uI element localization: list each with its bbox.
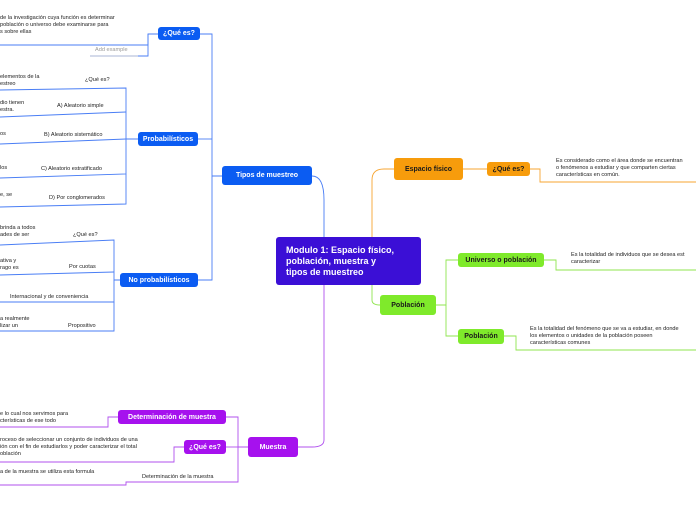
text-line: e lo cual nos servimos para [0,411,69,417]
tipos-que-es-label: ¿Qué es? [163,30,195,37]
text-line: dio tienen [0,100,25,106]
text-line: los [0,165,8,171]
text-line: características en común. [556,172,620,178]
no-probabilisticos-node[interactable]: No probabilísticos [120,273,198,287]
prob-que-es-description: elementos de la estreo [0,74,40,88]
text-line: cterísticas de ese todo [0,418,56,424]
text-line: estra. [0,107,14,113]
text-line: Es la totalidad de individuos que se des… [571,252,685,258]
muestra-node[interactable]: Muestra [248,437,298,457]
aleatorio-sistematico-label[interactable]: B) Aleatorio sistemático [44,132,102,139]
text-line: población o universo debe examinarse par… [0,22,109,28]
propositivo-label[interactable]: Propositivo [68,323,96,330]
text-line: estreo [0,81,16,87]
label-text: ¿Qué es? [85,77,110,83]
determinacion-formula-description: a de la muestra se utiliza esta formula [0,469,94,476]
text-line: caracterizar [571,259,601,265]
aleatorio-simple-description: dio tienen estra. [0,100,24,114]
por-conglomerados-description: e, se [0,192,12,199]
text-line: roceso de seleccionar un conjunto de ind… [0,437,138,443]
muestra-que-es-node[interactable]: ¿Qué es? [184,440,226,454]
aleatorio-sistematico-description: os [0,131,6,138]
label-text: Internacional y de conveniencia [10,294,89,300]
label-text: D) Por conglomerados [49,195,105,201]
text-line: características comunes [530,340,591,346]
central-title-line: población, muestra y [286,255,377,266]
noprob-que-es-description: brinda a todos ades de ser [0,225,35,239]
text-line: a realmente [0,316,30,322]
determinacion-muestra-description: e lo cual nos servimos para cterísticas … [0,411,68,425]
text-line: o fenómenos a estudiar y que comparten c… [556,165,676,171]
universo-poblacion-node[interactable]: Universo o población [458,253,544,267]
tipos-de-muestreo-node[interactable]: Tipos de muestreo [222,166,312,185]
noprob-que-es-label[interactable]: ¿Qué es? [73,232,98,239]
por-conglomerados-label[interactable]: D) Por conglomerados [49,195,105,202]
text-line: Es la totalidad del fenómeno que se va a… [530,326,679,332]
por-cuotas-label[interactable]: Por cuotas [69,264,96,271]
text-line: Es considerado como el área donde se enc… [556,158,683,164]
muestra-label: Muestra [259,443,287,451]
text-line: los elementos o unidades de la población… [530,333,653,339]
tipos-que-es-node[interactable]: ¿Qué es? [158,27,200,40]
text-line: elementos de la [0,74,40,80]
espacio-que-es-description: Es considerado como el área donde se enc… [556,158,683,179]
muestra-que-es-description: roceso de seleccionar un conjunto de ind… [0,437,138,458]
poblacion-sub-description: Es la totalidad del fenómeno que se va a… [530,326,679,347]
aleatorio-simple-label[interactable]: A) Aleatorio simple [57,103,104,110]
text-line: s sobre ellas [0,29,32,35]
universo-poblacion-description: Es la totalidad de individuos que se des… [571,252,685,266]
central-topic[interactable]: Modulo 1: Espacio físico, población, mue… [276,237,421,285]
text-line: ades de ser [0,232,30,238]
determinacion-muestra-node[interactable]: Determinación de muestra [118,410,226,424]
label-text: Por cuotas [69,264,96,270]
probabilisticos-label: Probabilísticos [142,135,194,143]
text-line: oblación [0,451,21,457]
probabilisticos-node[interactable]: Probabilísticos [138,132,198,146]
espacio-que-es-label: ¿Qué es? [492,165,525,173]
central-title-line: tipos de muestreo [286,266,364,277]
por-cuotas-description: ativa y rago es [0,258,19,272]
poblacion-sub-label: Población [464,333,498,340]
determinacion-formula-label[interactable]: Determinación de la muestra [142,474,214,481]
universo-poblacion-label: Universo o población [465,256,537,264]
internacional-conveniencia-label[interactable]: Internacional y de conveniencia [10,294,88,301]
tipos-de-muestreo-label: Tipos de muestreo [235,172,299,179]
espacio-fisico-node[interactable]: Espacio físico [394,158,463,180]
propositivo-description: a realmente lizar un [0,316,30,330]
text-line: e, se [0,192,13,198]
text-line: rago es [0,265,19,271]
text-line: lizar un [0,323,19,329]
label-text: Determinación de la muestra [142,474,214,480]
no-probabilisticos-label: No probabilísticos [128,276,190,284]
determinacion-muestra-label: Determinación de muestra [128,413,216,421]
poblacion-label: Población [391,301,425,309]
label-text: Propositivo [68,323,96,329]
add-example-link[interactable]: Add example [95,47,128,54]
espacio-que-es-node[interactable]: ¿Qué es? [487,162,530,176]
label-text: A) Aleatorio simple [57,103,104,109]
prob-que-es-label[interactable]: ¿Qué es? [85,77,110,84]
label-text: ¿Qué es? [73,232,98,238]
add-example-label: Add example [95,47,128,53]
text-line: os [0,131,6,137]
label-text: B) Aleatorio sistemático [44,132,103,138]
aleatorio-estratificado-description: los [0,165,7,172]
aleatorio-estratificado-label[interactable]: C) Aleatorio estratificado [41,166,102,173]
muestra-que-es-label: ¿Qué es? [189,443,221,451]
label-text: C) Aleatorio estratificado [41,166,102,172]
text-line: a de la muestra se utiliza esta formula [0,469,95,475]
poblacion-node[interactable]: Población [380,295,436,315]
central-topic-text: Modulo 1: Espacio físico, población, mue… [286,245,394,278]
text-line: ión con el fin de estudiarlos y poder ca… [0,444,137,450]
poblacion-sub-node[interactable]: Población [458,329,504,344]
central-title-line: Modulo 1: Espacio físico, [286,244,395,255]
text-line: brinda a todos [0,225,36,231]
tipos-que-es-description: de la investigación cuya función es dete… [0,15,115,36]
espacio-fisico-label: Espacio físico [404,165,453,173]
text-line: de la investigación cuya función es dete… [0,15,115,21]
text-line: ativa y [0,258,17,264]
